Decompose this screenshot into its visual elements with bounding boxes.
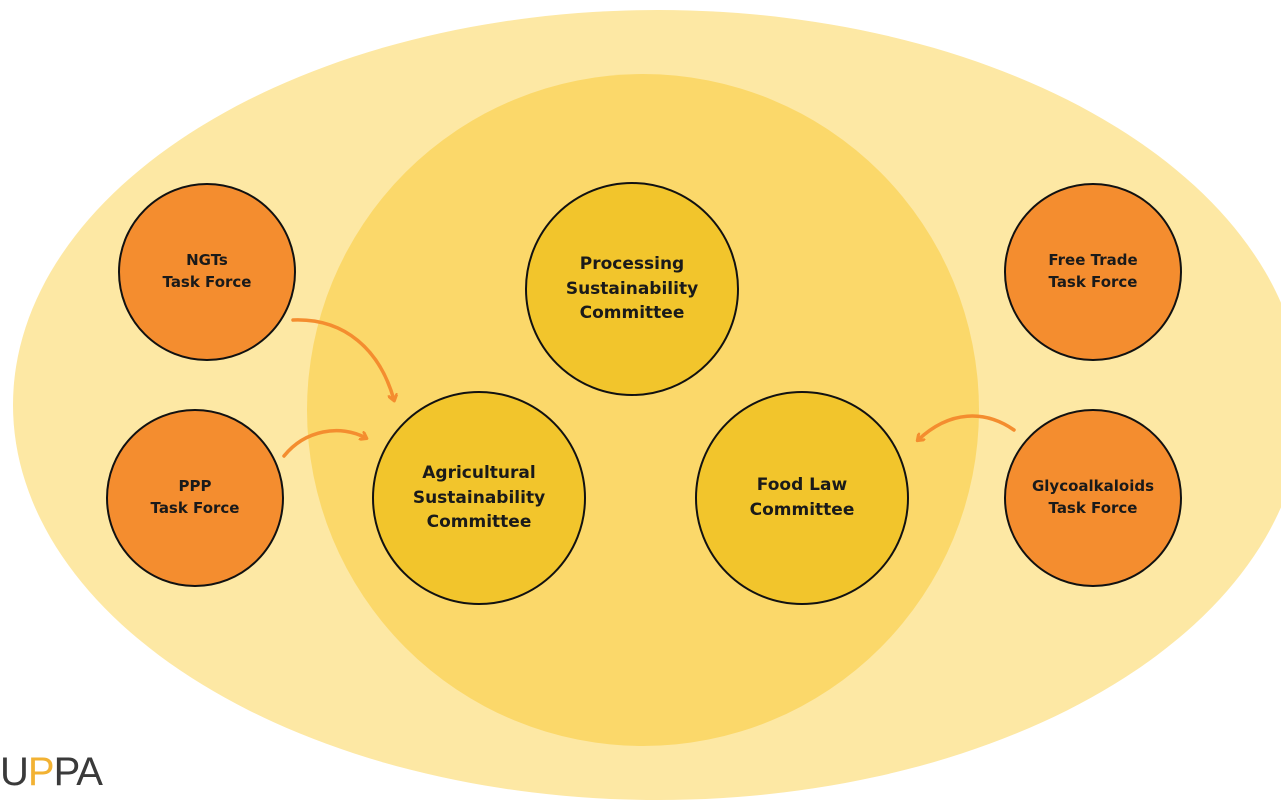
agricultural-label-line1: Agricultural — [422, 463, 536, 484]
arrow-ngts-to-agricultural — [291, 318, 394, 400]
glycoalkaloids-label-line2: Task Force — [1048, 499, 1138, 517]
ppp-label-line1: PPP — [178, 477, 212, 496]
ngts-label-line2: Task Force — [162, 273, 252, 291]
logo-text-accent: P — [27, 750, 55, 794]
food-law-label-line2: Committee — [749, 500, 855, 520]
ngts-task-force-node: NGTs Task Force — [118, 183, 296, 361]
glycoalkaloids-task-force-node: Glycoalkaloids Task Force — [1004, 409, 1182, 587]
logo-text-end: PA — [53, 750, 103, 794]
processing-label-line1: Processing — [579, 254, 685, 275]
ngts-label-line1: NGTs — [186, 251, 228, 270]
processing-label-line2: Sustainability — [565, 278, 699, 299]
logo-text-start: U — [0, 750, 29, 794]
free-trade-label-line1: Free Trade — [1048, 251, 1138, 270]
glycoalkaloids-label-line1: Glycoalkaloids — [1031, 477, 1155, 496]
ppp-label-line2: Task Force — [150, 499, 240, 517]
agricultural-sustainability-committee-node: Agricultural Sustainability Committee — [372, 391, 586, 605]
organization-logo: UPPA — [0, 750, 103, 794]
agricultural-label-line2: Sustainability — [412, 487, 546, 508]
processing-sustainability-committee-node: Processing Sustainability Committee — [525, 182, 739, 396]
processing-label-line3: Committee — [579, 303, 685, 324]
free-trade-label-line2: Task Force — [1048, 273, 1138, 291]
food-law-label-line1: Food Law — [756, 475, 848, 496]
ppp-task-force-node: PPP Task Force — [106, 409, 284, 587]
free-trade-task-force-node: Free Trade Task Force — [1004, 183, 1182, 361]
agricultural-label-line3: Committee — [426, 512, 532, 533]
arrow-glycoalkaloids-to-food-law — [918, 414, 1016, 440]
food-law-committee-node: Food Law Committee — [695, 391, 909, 605]
arrow-ppp-to-agricultural — [282, 429, 366, 458]
